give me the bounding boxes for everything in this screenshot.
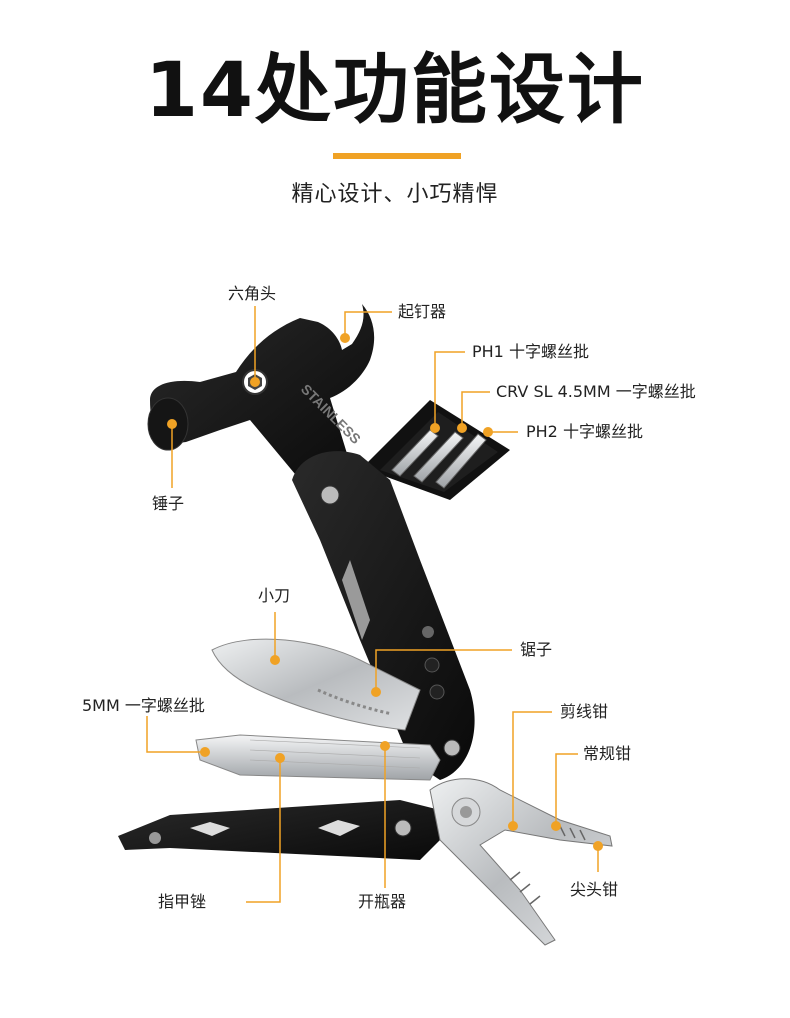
knife-blade <box>211 638 421 731</box>
page-subtitle: 精心设计、小巧精悍 <box>291 182 499 207</box>
label-hex-head: 六角头 <box>228 284 277 303</box>
main-handle <box>292 451 475 780</box>
label-wire-cutter: 剪线钳 <box>560 702 609 721</box>
lower-handle <box>118 800 440 860</box>
pliers-head <box>429 778 613 946</box>
label-ph2: PH2 十字螺丝批 <box>526 422 643 441</box>
title-underline <box>333 153 461 159</box>
page-title: 14处功能设计 <box>145 45 645 134</box>
label-nail-puller: 起钉器 <box>398 302 447 321</box>
label-nail-file: 指甲锉 <box>158 892 207 911</box>
label-bottle-opener: 开瓶器 <box>358 892 407 911</box>
label-crv-sl: CRV SL 4.5MM 一字螺丝批 <box>496 382 696 401</box>
label-hammer: 锤子 <box>152 494 185 513</box>
label-flat-5mm: 5MM 一字螺丝批 <box>82 696 205 715</box>
label-ph1: PH1 十字螺丝批 <box>472 342 589 361</box>
label-regular-pliers: 常规钳 <box>583 744 632 763</box>
label-saw: 锯子 <box>520 640 553 659</box>
label-needle-nose: 尖头钳 <box>570 880 619 899</box>
label-knife: 小刀 <box>258 586 291 605</box>
bit-holder <box>362 400 510 500</box>
